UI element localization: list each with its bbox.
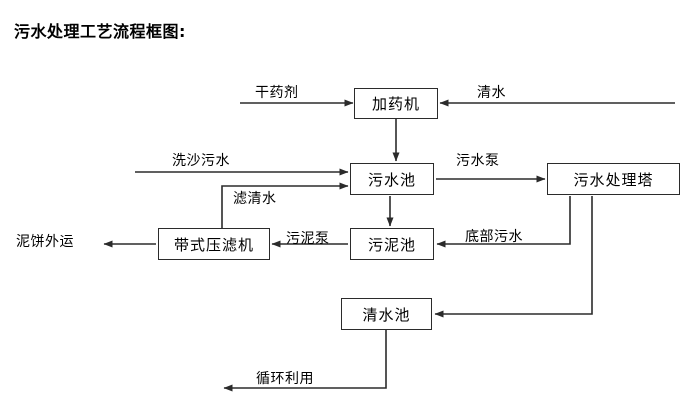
edge-bottom-sewage-to-sludge-pool bbox=[436, 196, 571, 248]
node-sewage-pool[interactable]: 污水池 bbox=[350, 163, 434, 195]
node-label: 污泥池 bbox=[367, 235, 416, 254]
label-mud-cake-transport: 泥饼外运 bbox=[16, 234, 74, 250]
label-sludge-pump: 污泥泵 bbox=[286, 231, 330, 247]
node-label: 污水池 bbox=[367, 170, 416, 189]
node-clean-water-pool[interactable]: 清水池 bbox=[341, 298, 432, 330]
label-recycle-use: 循环利用 bbox=[256, 371, 314, 387]
node-label: 污水处理塔 bbox=[573, 170, 654, 189]
label-clean-water-inlet: 清水 bbox=[477, 85, 506, 101]
node-treatment-tower[interactable]: 污水处理塔 bbox=[547, 163, 680, 195]
label-sand-wash-sewage: 洗沙污水 bbox=[172, 153, 230, 169]
label-dry-reagent: 干药剂 bbox=[255, 85, 299, 101]
label-sewage-pump: 污水泵 bbox=[456, 153, 500, 169]
node-sludge-pool[interactable]: 污泥池 bbox=[350, 228, 434, 260]
page-title: 污水处理工艺流程框图: bbox=[14, 22, 186, 41]
edge-tower-to-clean-water-pool bbox=[434, 196, 593, 318]
label-filtrate: 滤清水 bbox=[233, 191, 277, 207]
node-label: 带式压滤机 bbox=[173, 235, 254, 254]
node-label: 加药机 bbox=[371, 95, 420, 113]
edge-filtrate-to-sewage-pool bbox=[221, 182, 349, 228]
node-belt-filter-press[interactable]: 带式压滤机 bbox=[158, 228, 270, 260]
node-dosing-machine[interactable]: 加药机 bbox=[354, 88, 438, 119]
label-bottom-sewage: 底部污水 bbox=[465, 229, 523, 245]
edge-clean-water-recycle bbox=[223, 330, 387, 392]
node-label: 清水池 bbox=[362, 305, 411, 324]
